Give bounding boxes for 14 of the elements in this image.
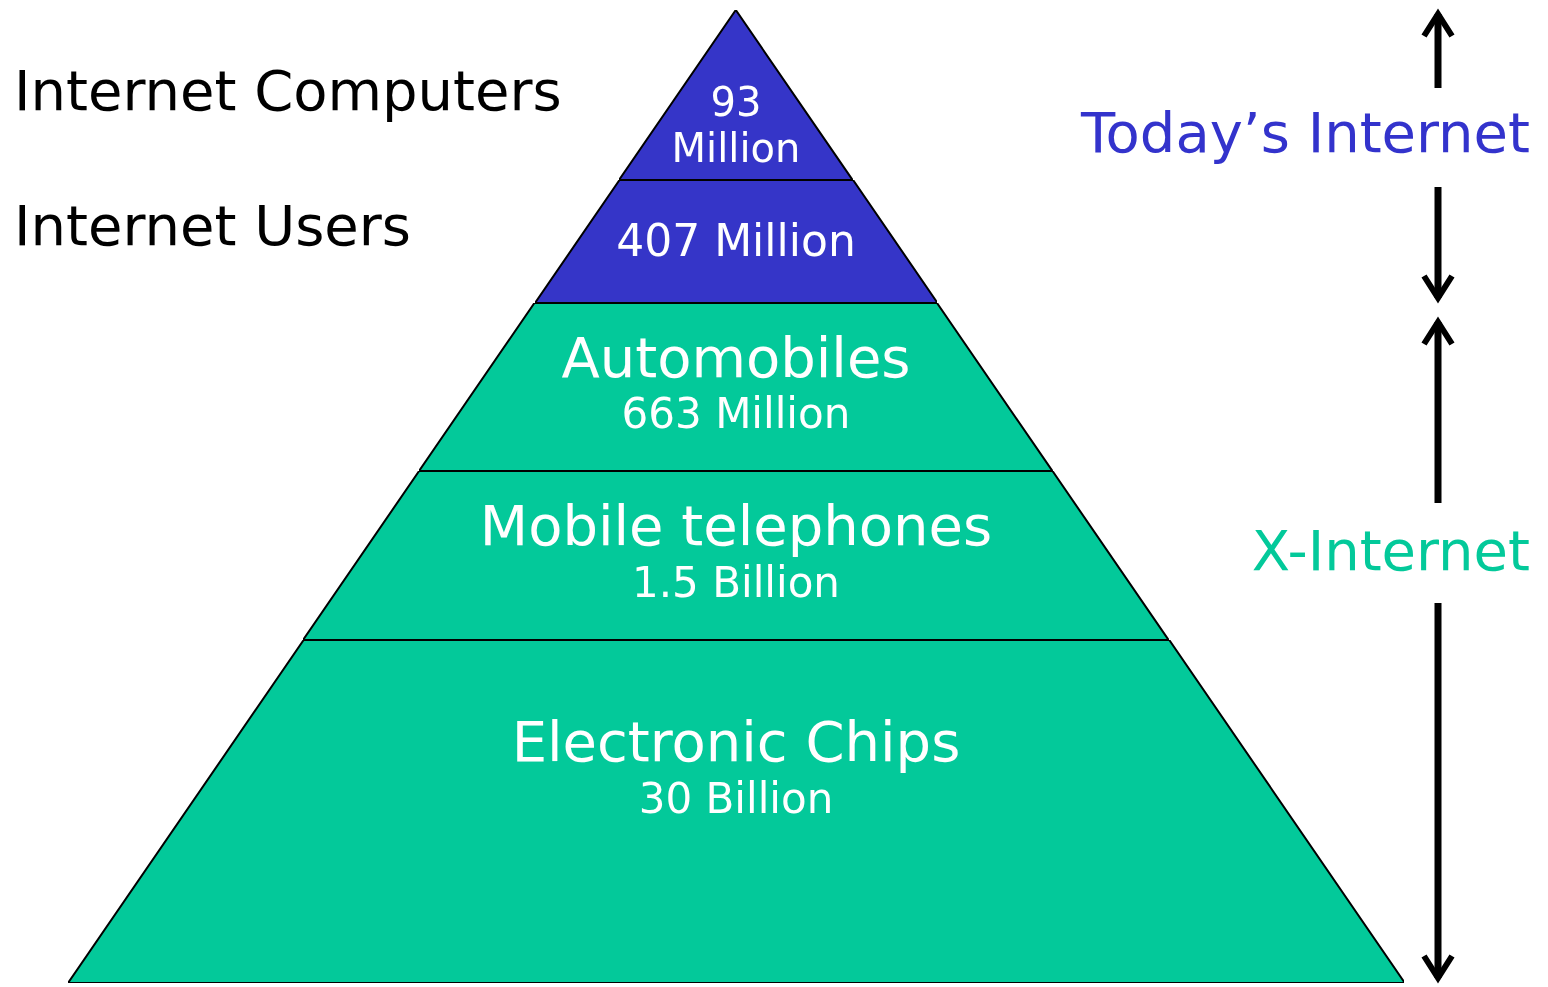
- tier-value: 1.5 Billion: [632, 558, 840, 607]
- tier-value: 663 Million: [621, 390, 851, 439]
- side-label: Internet Users: [14, 193, 411, 258]
- pyramid-apex: [619, 10, 853, 180]
- tier-value: 407 Million: [616, 216, 856, 267]
- tier-value: 30 Billion: [638, 774, 834, 823]
- tier-title: Mobile telephones: [479, 494, 993, 559]
- range-label: Today’s Internet: [1080, 100, 1530, 165]
- side-label: Internet Computers: [14, 58, 562, 123]
- tier-title: Electronic Chips: [511, 710, 961, 775]
- range-label: X-Internet: [1251, 518, 1530, 583]
- pyramid-tier: [419, 303, 1053, 471]
- tier-title: Automobiles: [561, 325, 911, 391]
- tier-value: 93 Million: [670, 79, 802, 171]
